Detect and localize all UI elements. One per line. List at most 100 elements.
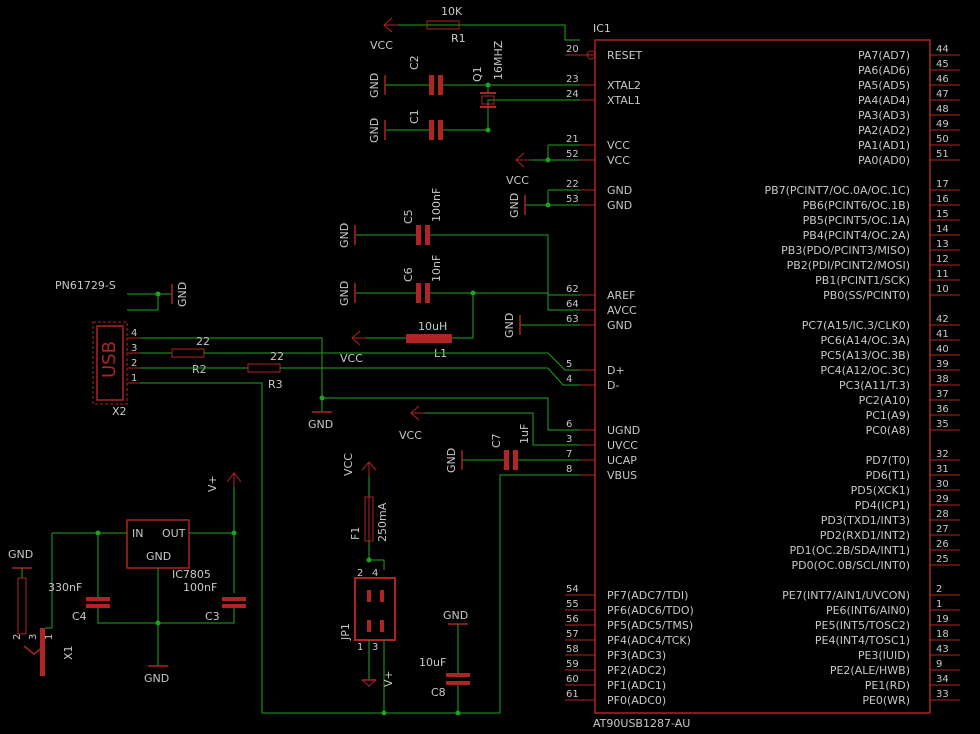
ic1-pin-number: 62 bbox=[566, 284, 579, 295]
gnd-label-c8: GND bbox=[443, 609, 468, 622]
jp1-pin4: 4 bbox=[372, 568, 378, 579]
x2-body-label: USB bbox=[99, 341, 120, 378]
ic1-pin-number: 45 bbox=[936, 59, 949, 70]
ic1-pin-number: 16 bbox=[936, 194, 949, 205]
ic1-pin-number: 23 bbox=[566, 74, 579, 85]
ic1-pin-name: UGND bbox=[607, 424, 640, 437]
gnd-label-usb: GND bbox=[308, 418, 333, 431]
ic1-pin-name: PC7(A15/IC.3/CLK0) bbox=[802, 319, 910, 332]
l1-value: 10uH bbox=[418, 320, 447, 333]
ic1-pin-number: 31 bbox=[936, 464, 949, 475]
c5-plate-b bbox=[425, 225, 430, 245]
ic1-pin-name: PE7(INT7/AIN1/UVCON) bbox=[782, 589, 910, 602]
ic1-pin-number: 38 bbox=[936, 374, 949, 385]
c6-value: 10nF bbox=[430, 255, 443, 282]
ic1-pin-name: PB1(PCINT1/SCK) bbox=[815, 274, 910, 287]
ic1-pin-name: PC2(A10) bbox=[859, 394, 910, 407]
aref-section: C5 100nF GND C6 10nF GND 10uH L1 VCC GND bbox=[338, 188, 580, 365]
ic1-pin-name: GND bbox=[607, 184, 632, 197]
gnd-label-c2: GND bbox=[368, 73, 381, 98]
ic1-pin-number: 34 bbox=[936, 674, 949, 685]
ic1-pin-name: PE3(IUID) bbox=[858, 649, 910, 662]
x2-pin4: 4 bbox=[131, 328, 137, 339]
ic1-pin-number: 64 bbox=[566, 299, 579, 310]
r3-body bbox=[247, 363, 281, 373]
vcc-label-l1: VCC bbox=[340, 352, 363, 365]
ic1-pin-number: 55 bbox=[566, 599, 579, 610]
jp1-body bbox=[354, 577, 396, 641]
x1-plug-outline bbox=[17, 577, 27, 635]
x1-pin1: 1 bbox=[44, 634, 55, 640]
c8-plate-a bbox=[446, 673, 470, 677]
ic1-pin-number: 5 bbox=[566, 359, 572, 370]
vcc-label-r1: VCC bbox=[370, 39, 393, 52]
ic7805-ref: IC7805 bbox=[172, 568, 211, 581]
vplus-label-reg: V+ bbox=[206, 475, 219, 492]
c1-ref: C1 bbox=[408, 109, 421, 124]
r3-ref: R3 bbox=[268, 378, 283, 391]
ic1-pin-name: VCC bbox=[607, 154, 630, 167]
vcc-arrow-icon bbox=[515, 152, 530, 168]
ic1-right-pins: 44PA7(AD7)45PA6(AD6)46PA5(AD5)47PA4(AD4)… bbox=[764, 44, 960, 707]
c6-ref: C6 bbox=[402, 267, 415, 282]
ic1-pin-name: PC1(A9) bbox=[866, 409, 910, 422]
ic1-pin-number: 4 bbox=[566, 374, 572, 385]
ic1-pin-number: 48 bbox=[936, 104, 949, 115]
jp1-ref: JP1 bbox=[339, 623, 352, 641]
ic1-pin-number: 17 bbox=[936, 179, 949, 190]
c5-value: 100nF bbox=[430, 188, 443, 222]
ic1-pin-number: 25 bbox=[936, 554, 949, 565]
ic1-pin-number: 39 bbox=[936, 359, 949, 370]
q1-value: 16MHZ bbox=[492, 40, 505, 80]
c7-plate-b bbox=[513, 450, 518, 470]
ic1-pin-number: 3 bbox=[566, 434, 572, 445]
ic1-pin-name: PA6(AD6) bbox=[858, 64, 910, 77]
ic1-pin-number: 49 bbox=[936, 119, 949, 130]
ic1-pin-number: 44 bbox=[936, 44, 949, 55]
gnd-label-x1: GND bbox=[8, 548, 33, 561]
uvcc-section: VCC C7 1uF GND bbox=[399, 405, 580, 473]
ic1-pin-name: GND bbox=[607, 319, 632, 332]
ic1-pin-number: 19 bbox=[936, 614, 949, 625]
ic1-pin-number: 47 bbox=[936, 89, 949, 100]
ic1-pin-name: PE5(INT5/TOSC2) bbox=[815, 619, 910, 632]
ic1-pin-name: PE4(INT4/TOSC1) bbox=[815, 634, 910, 647]
ic7805-pin-gnd: GND bbox=[146, 550, 171, 563]
ic1-pin-name: PD4(ICP1) bbox=[855, 499, 910, 512]
ic1-pin-name: PA7(AD7) bbox=[858, 49, 910, 62]
ic1-pin-number: 54 bbox=[566, 584, 579, 595]
c2-plate-b bbox=[438, 75, 443, 95]
r2-value: 22 bbox=[196, 335, 210, 348]
x2-pin1: 1 bbox=[131, 373, 137, 384]
ic1-body bbox=[594, 39, 931, 714]
x1-ref: X1 bbox=[62, 645, 75, 660]
ic1-pin-name: PA3(AD3) bbox=[858, 109, 910, 122]
ic1-pin-number: 42 bbox=[936, 314, 949, 325]
ic1-pin-number: 57 bbox=[566, 629, 579, 640]
ic1-pin-number: 6 bbox=[566, 419, 572, 430]
usb-connector-x2: USB PN61729-S X2 GND 4 3 2 1 GND 22 R2 2… bbox=[55, 279, 580, 714]
c1-plate-a bbox=[429, 120, 434, 140]
c7-plate-a bbox=[504, 450, 509, 470]
ic1-pin-name: PD6(T1) bbox=[866, 469, 910, 482]
ic1-pin-name: PB4(PCINT4/OC.2A) bbox=[803, 229, 910, 242]
r1-body bbox=[426, 20, 460, 30]
vplus-label-jp1: V+ bbox=[382, 670, 395, 687]
ic1-pin-name: PC3(A11/T.3) bbox=[839, 379, 910, 392]
ic1-pin-number: 2 bbox=[936, 584, 942, 595]
ic1-pin-name: PF7(ADC7/TDI) bbox=[607, 589, 688, 602]
gnd-label-ic1-63: GND bbox=[503, 313, 516, 338]
x2-body bbox=[92, 321, 128, 405]
ic1-pin-name: AVCC bbox=[607, 304, 637, 317]
ic1-pin-number: 10 bbox=[936, 284, 949, 295]
jp1-pin1: 1 bbox=[357, 642, 363, 653]
ic1-pin-number: 30 bbox=[936, 479, 949, 490]
c8-value: 10uF bbox=[419, 656, 446, 669]
vcc-arrow-icon bbox=[410, 405, 425, 421]
l1-inductor-body bbox=[406, 334, 452, 343]
r1-resistor: 10K R1 VCC bbox=[370, 5, 580, 52]
ic1-pin-number: 46 bbox=[936, 74, 949, 85]
c5-plate-a bbox=[416, 225, 421, 245]
